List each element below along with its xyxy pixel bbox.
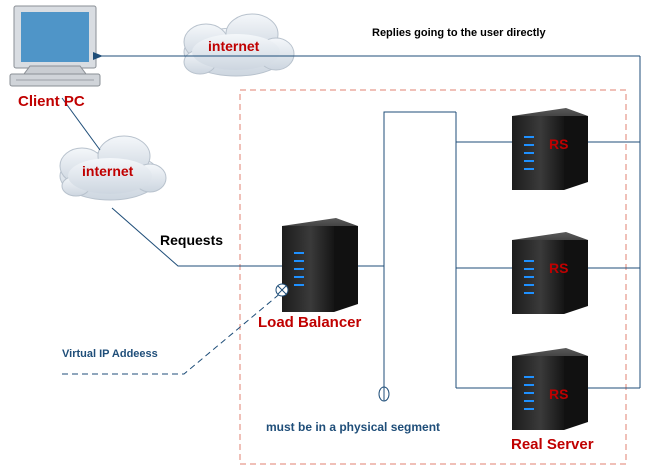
rs-label-3: RS [549,386,569,402]
physical-segment-line [383,111,456,388]
load-balancer-label: Load Balancer [258,314,362,331]
network-boundary [239,89,627,465]
server-tower-icon [512,232,588,314]
requests-label: Requests [160,232,224,248]
client-pc-label: Client PC [18,93,85,110]
virtual-ip-label: Virtual IP Addeess [62,348,158,360]
cloud-icon [59,135,167,201]
server-tower-icon [512,108,588,190]
physical-segment-label: must be in a physical segment [266,420,441,434]
cloud-icon [183,13,295,77]
real-server-label: Real Server [511,436,594,453]
rs-label-2: RS [549,260,569,276]
rs-label-1: RS [549,136,569,152]
segment-marker-icon [378,386,390,402]
request-path [111,207,282,267]
replies-label: Replies going to the user directly [372,27,546,39]
internet-left-label: internet [82,163,134,179]
desktop-computer-icon [9,5,101,87]
server-tower-icon [282,218,358,312]
network-links [61,52,641,389]
server-tower-icon [512,348,588,430]
internet-top-label: internet [208,38,260,54]
circle-cross-icon [275,283,289,297]
vip-leader [62,291,283,375]
